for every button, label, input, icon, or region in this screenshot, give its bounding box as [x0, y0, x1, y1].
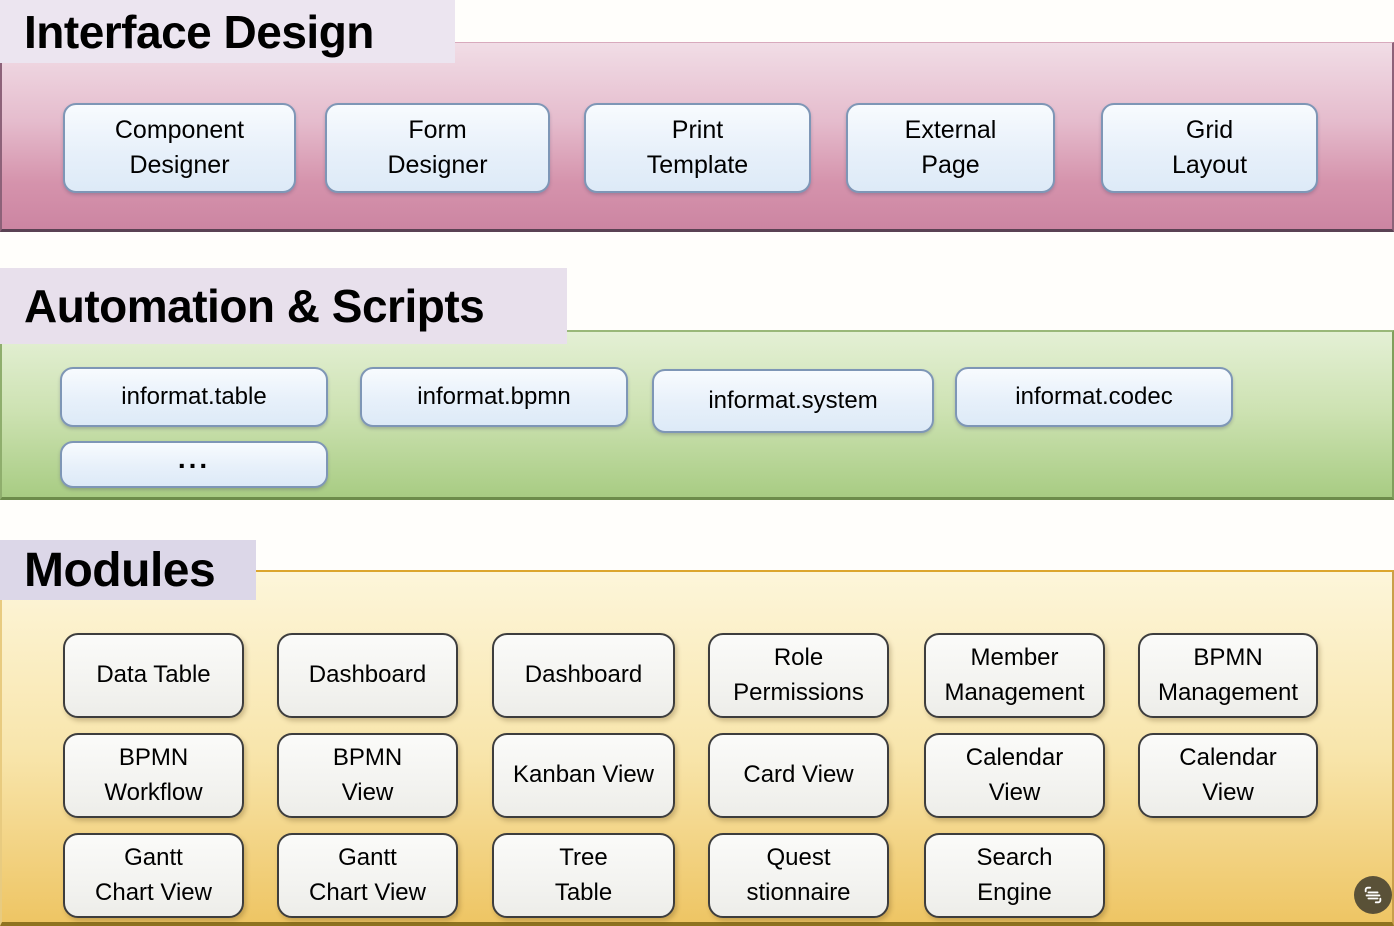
form-designer-button[interactable]: Form Designer	[325, 103, 550, 193]
grid-layout-button[interactable]: Grid Layout	[1101, 103, 1318, 193]
role-permissions-button[interactable]: Role Permissions	[708, 633, 889, 718]
scan-text-glyph	[1364, 886, 1382, 904]
bpmn-management-button[interactable]: BPMN Management	[1138, 633, 1318, 718]
dashboard-button-2[interactable]: Dashboard	[492, 633, 675, 718]
more-scripts-button[interactable]: ...	[60, 441, 328, 488]
questionnaire-button[interactable]: Quest stionnaire	[708, 833, 889, 918]
calendar-view-button[interactable]: Calendar View	[924, 733, 1105, 818]
informat-table-button[interactable]: informat.table	[60, 367, 328, 427]
bpmn-workflow-button[interactable]: BPMN Workflow	[63, 733, 244, 818]
member-management-button[interactable]: Member Management	[924, 633, 1105, 718]
modules-title: Modules	[0, 540, 256, 600]
kanban-view-button[interactable]: Kanban View	[492, 733, 675, 818]
calendar-view-button-2[interactable]: Calendar View	[1138, 733, 1318, 818]
tree-table-button[interactable]: Tree Table	[492, 833, 675, 918]
data-table-button[interactable]: Data Table	[63, 633, 244, 718]
gantt-chart-view-button-2[interactable]: Gantt Chart View	[277, 833, 458, 918]
more-scripts-label: ...	[177, 442, 211, 474]
informat-codec-button[interactable]: informat.codec	[955, 367, 1233, 427]
informat-bpmn-button[interactable]: informat.bpmn	[360, 367, 628, 427]
component-designer-button[interactable]: Component Designer	[63, 103, 296, 193]
interface-design-title-label: Interface Design	[24, 5, 374, 58]
automation-scripts-title: Automation & Scripts	[0, 268, 567, 344]
scan-text-icon[interactable]	[1354, 876, 1392, 914]
search-engine-button[interactable]: Search Engine	[924, 833, 1105, 918]
informat-system-button[interactable]: informat.system	[652, 369, 934, 433]
dashboard-button[interactable]: Dashboard	[277, 633, 458, 718]
interface-design-title: Interface Design	[0, 0, 455, 63]
print-template-button[interactable]: Print Template	[584, 103, 811, 193]
modules-title-label: Modules	[24, 543, 216, 597]
external-page-button[interactable]: External Page	[846, 103, 1055, 193]
gantt-chart-view-button[interactable]: Gantt Chart View	[63, 833, 244, 918]
bpmn-view-button[interactable]: BPMN View	[277, 733, 458, 818]
automation-scripts-title-label: Automation & Scripts	[24, 280, 485, 332]
card-view-button[interactable]: Card View	[708, 733, 889, 818]
